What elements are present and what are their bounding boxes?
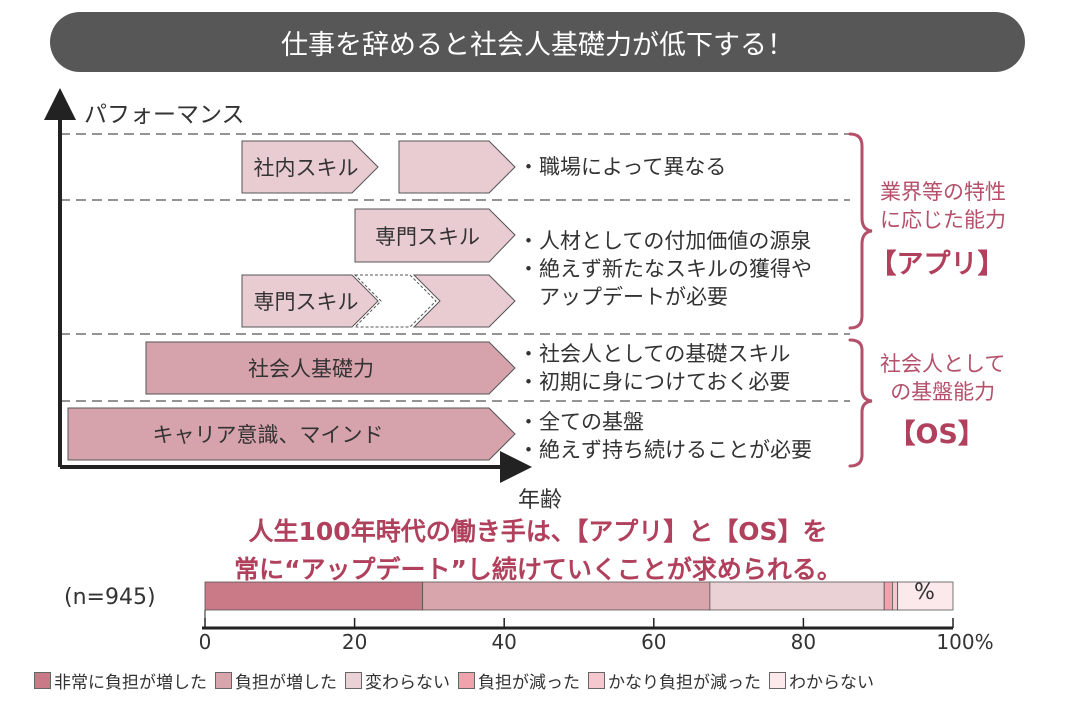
legend-swatch <box>769 672 786 689</box>
career-mind-arrow <box>67 407 516 461</box>
specialist-skill-bottom-label: 専門スキル <box>253 290 359 314</box>
bar-segment-2 <box>709 581 885 611</box>
legend-item: かなり負担が減った <box>588 668 761 693</box>
x-tick-label: 40 <box>491 630 517 654</box>
y-axis-label: パフォーマンス <box>84 102 245 128</box>
os-tag: 【OS】 <box>888 419 985 450</box>
legend-item: 非常に負担が増した <box>34 668 207 693</box>
in-house-skill-arrow <box>241 140 379 194</box>
specialist-skill-bottom-arrow-continued <box>412 274 516 328</box>
legend-item: 負担が増した <box>215 668 337 693</box>
bar-segment-1 <box>422 581 711 611</box>
bar-segment-5 <box>897 581 954 611</box>
os-brace <box>848 338 873 468</box>
row4-bullets: ・全ての基盤 ・絶えず持ち続けることが必要 <box>518 410 812 462</box>
legend-swatch <box>215 672 232 689</box>
legend-item: 負担が減った <box>458 668 580 693</box>
specialist-skill-gap-dashed <box>353 274 437 328</box>
bar-segment-4 <box>892 581 899 611</box>
career-mind-label: キャリア意識、マインド <box>152 423 384 447</box>
row2-bullets: ・人材としての付加価値の源泉 ・絶えず新たなスキルの獲得や アップデートが必要 <box>518 229 812 309</box>
x-tick-label: 60 <box>641 630 667 654</box>
basic-skill-arrow <box>145 341 516 395</box>
message-line2: 常に“アップデート”し続けていくことが求められる。 <box>234 555 842 584</box>
legend-swatch <box>588 672 605 689</box>
x-tick-label: 20 <box>341 630 368 654</box>
legend-item: 変わらない <box>345 668 450 693</box>
legend-item: わからない <box>769 668 874 693</box>
legend-swatch <box>345 672 362 689</box>
legend-swatch <box>34 672 51 689</box>
app-tag: 【アプリ】 <box>869 249 1005 280</box>
specialist-skill-top-arrow <box>354 208 516 263</box>
stacked-bar-chart <box>202 581 954 630</box>
row3-bullets: ・社会人としての基礎スキル ・初期に身につけておく必要 <box>518 342 791 394</box>
specialist-skill-bottom-arrow <box>241 274 379 328</box>
bar-segment-3 <box>883 581 893 611</box>
legend-label: 非常に負担が増した <box>54 673 207 693</box>
legend-swatch <box>458 672 475 689</box>
legend-label: わからない <box>789 673 874 693</box>
legend-label: 負担が減った <box>478 673 580 693</box>
category-label: (n=945) <box>64 585 156 610</box>
bar-segment-0 <box>204 581 424 611</box>
message-line1: 人生100年時代の働き手は、【アプリ】と【OS】を <box>248 517 828 546</box>
os-group: 社会人として の基盤能力 【OS】 <box>880 350 1005 451</box>
legend-label: 変わらない <box>365 673 450 693</box>
x-axis-label: 年齢 <box>518 488 563 513</box>
unit-mark: % <box>914 580 935 605</box>
legend-label: かなり負担が減った <box>608 673 761 693</box>
row1-bullets: ・職場によって異なる <box>518 155 727 179</box>
in-house-skill-label: 社内スキル <box>253 156 359 180</box>
x-tick-label: 80 <box>790 630 817 654</box>
app-group: 業界等の特性 に応じた能力 【アプリ】 <box>869 180 1007 280</box>
legend: 非常に負担が増した 負担が増した 変わらない 負担が減った かなり負担が減った わからない <box>34 668 882 693</box>
specialist-skill-top-label: 専門スキル <box>375 224 480 249</box>
basic-skill-label: 社会人基礎力 <box>248 357 374 381</box>
page-title: 仕事を辞めると社会人基礎力が低下する！ <box>50 12 1025 72</box>
x-tick-label: 100% <box>936 630 994 654</box>
legend-label: 負担が増した <box>235 673 337 693</box>
in-house-skill-arrow-continued <box>398 140 516 194</box>
app-brace <box>848 132 873 330</box>
row-dividers <box>60 133 850 402</box>
x-tick-label: 0 <box>198 630 212 654</box>
